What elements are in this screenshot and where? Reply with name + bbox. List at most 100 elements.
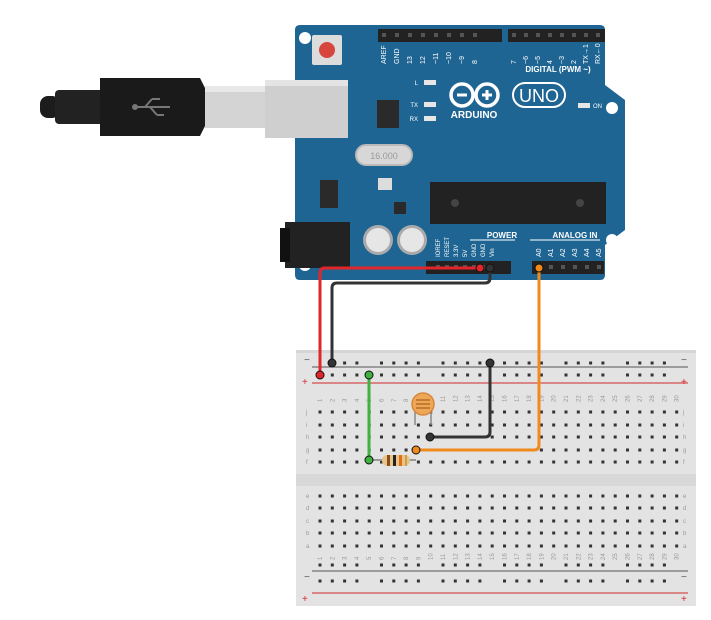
breadboard-hole[interactable]: [576, 460, 580, 464]
breadboard-hole[interactable]: [466, 579, 470, 583]
breadboard-hole[interactable]: [626, 460, 629, 464]
breadboard-hole[interactable]: [662, 579, 666, 583]
breadboard-hole[interactable]: [318, 563, 322, 567]
breadboard-hole[interactable]: [429, 531, 433, 535]
breadboard-hole[interactable]: [343, 410, 347, 414]
breadboard-hole[interactable]: [515, 579, 519, 583]
breadboard-hole[interactable]: [355, 435, 359, 439]
breadboard-hole[interactable]: [404, 531, 408, 535]
breadboard-hole[interactable]: [478, 410, 482, 414]
breadboard-hole[interactable]: [662, 506, 666, 510]
breadboard-hole[interactable]: [355, 410, 359, 414]
breadboard-hole[interactable]: [392, 410, 396, 414]
breadboard-hole[interactable]: [380, 410, 383, 414]
breadboard-hole[interactable]: [601, 435, 605, 439]
breadboard-hole[interactable]: [404, 494, 408, 498]
breadboard-hole[interactable]: [330, 579, 334, 583]
breadboard-hole[interactable]: [650, 410, 654, 414]
breadboard-hole[interactable]: [380, 579, 383, 583]
breadboard-hole[interactable]: [355, 361, 359, 365]
breadboard-hole[interactable]: [441, 460, 445, 464]
breadboard-hole[interactable]: [576, 410, 580, 414]
breadboard-hole[interactable]: [564, 531, 568, 535]
breadboard-hole[interactable]: [330, 373, 334, 377]
breadboard-hole[interactable]: [355, 563, 359, 567]
breadboard-hole[interactable]: [675, 423, 679, 427]
breadboard-hole[interactable]: [343, 563, 347, 567]
breadboard-hole[interactable]: [343, 579, 347, 583]
breadboard-hole[interactable]: [564, 361, 568, 365]
breadboard-hole[interactable]: [576, 519, 580, 523]
breadboard-hole[interactable]: [392, 544, 396, 548]
breadboard-hole[interactable]: [380, 435, 383, 439]
breadboard-hole[interactable]: [650, 423, 654, 427]
breadboard-hole[interactable]: [441, 423, 445, 427]
breadboard-hole[interactable]: [503, 563, 506, 567]
breadboard-hole[interactable]: [626, 435, 629, 439]
breadboard-hole[interactable]: [490, 519, 494, 523]
breadboard-hole[interactable]: [527, 460, 531, 464]
breadboard-hole[interactable]: [392, 563, 396, 567]
breadboard-hole[interactable]: [478, 373, 482, 377]
breadboard-hole[interactable]: [638, 519, 642, 523]
breadboard-hole[interactable]: [318, 519, 322, 523]
breadboard-hole[interactable]: [527, 531, 531, 535]
breadboard-hole[interactable]: [503, 423, 506, 427]
resistor[interactable]: [371, 455, 416, 466]
breadboard-hole[interactable]: [650, 448, 654, 452]
breadboard-hole[interactable]: [416, 435, 420, 439]
breadboard-hole[interactable]: [527, 506, 531, 510]
breadboard-hole[interactable]: [466, 361, 470, 365]
breadboard-hole[interactable]: [429, 544, 433, 548]
breadboard-hole[interactable]: [613, 544, 617, 548]
breadboard-hole[interactable]: [638, 423, 642, 427]
breadboard-hole[interactable]: [613, 410, 617, 414]
breadboard-hole[interactable]: [576, 494, 580, 498]
breadboard-hole[interactable]: [552, 448, 556, 452]
breadboard-hole[interactable]: [601, 373, 605, 377]
breadboard-hole[interactable]: [380, 531, 383, 535]
breadboard-hole[interactable]: [330, 435, 334, 439]
breadboard-hole[interactable]: [564, 544, 568, 548]
breadboard-hole[interactable]: [638, 563, 642, 567]
breadboard-hole[interactable]: [490, 460, 494, 464]
breadboard-hole[interactable]: [552, 423, 556, 427]
breadboard-hole[interactable]: [552, 494, 556, 498]
breadboard-hole[interactable]: [441, 519, 445, 523]
breadboard-hole[interactable]: [576, 563, 580, 567]
breadboard-hole[interactable]: [380, 361, 383, 365]
breadboard-hole[interactable]: [515, 460, 519, 464]
breadboard-hole[interactable]: [589, 519, 593, 523]
breadboard-hole[interactable]: [404, 506, 408, 510]
breadboard-hole[interactable]: [466, 531, 470, 535]
breadboard-hole[interactable]: [490, 494, 494, 498]
breadboard-hole[interactable]: [638, 460, 642, 464]
breadboard-hole[interactable]: [626, 579, 629, 583]
breadboard-hole[interactable]: [564, 448, 568, 452]
breadboard-hole[interactable]: [626, 373, 629, 377]
breadboard-hole[interactable]: [539, 410, 543, 414]
breadboard-hole[interactable]: [392, 448, 396, 452]
breadboard-hole[interactable]: [589, 373, 593, 377]
breadboard-hole[interactable]: [675, 448, 679, 452]
breadboard-hole[interactable]: [601, 448, 605, 452]
breadboard-hole[interactable]: [527, 544, 531, 548]
breadboard-hole[interactable]: [662, 373, 666, 377]
breadboard-hole[interactable]: [552, 506, 556, 510]
breadboard-hole[interactable]: [453, 423, 457, 427]
breadboard-hole[interactable]: [515, 494, 519, 498]
breadboard-hole[interactable]: [650, 494, 654, 498]
breadboard-hole[interactable]: [392, 519, 396, 523]
breadboard-hole[interactable]: [318, 531, 322, 535]
breadboard-hole[interactable]: [650, 373, 654, 377]
breadboard-hole[interactable]: [564, 423, 568, 427]
breadboard-hole[interactable]: [662, 519, 666, 523]
breadboard-hole[interactable]: [576, 579, 580, 583]
breadboard-hole[interactable]: [343, 544, 347, 548]
breadboard-hole[interactable]: [441, 494, 445, 498]
breadboard-hole[interactable]: [478, 494, 482, 498]
breadboard-hole[interactable]: [355, 494, 359, 498]
breadboard-hole[interactable]: [515, 563, 519, 567]
breadboard-hole[interactable]: [478, 531, 482, 535]
breadboard-hole[interactable]: [613, 448, 617, 452]
